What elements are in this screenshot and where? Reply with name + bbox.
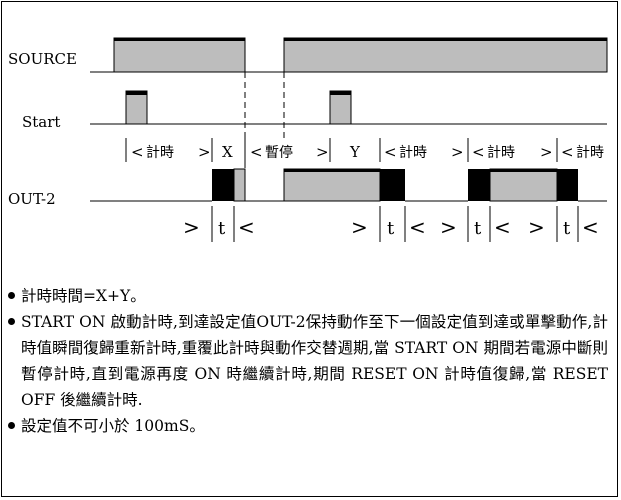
- bullet-icon: [8, 292, 15, 299]
- interval-count-2-label: 計時: [399, 145, 427, 161]
- out-hold-3: [489, 168, 558, 202]
- source-label: SOURCE: [8, 50, 77, 68]
- out-hold-2: [283, 168, 381, 202]
- out-label: OUT-2: [8, 190, 56, 208]
- source-on-pulse-1: [113, 37, 246, 73]
- svg-text:>: >: [440, 215, 457, 239]
- out-hold-3-top-edge: [490, 169, 557, 172]
- timing-diagram: SOURCE Start < 計時 > X < 暫停 > Y < 計時 > < …: [8, 37, 608, 242]
- source-on-top-edge-2: [284, 38, 607, 41]
- source-on-top-edge-1: [114, 38, 245, 41]
- notes-list: 計時時間=X+Y。 START ON 啟動計時,到達設定值OUT-2保持動作至下…: [8, 283, 608, 439]
- t-label-4: t: [563, 218, 571, 239]
- interval-pause-close: >: [316, 143, 329, 161]
- svg-text:>: >: [183, 215, 200, 239]
- start-pulse-2: [329, 90, 352, 125]
- interval-x-label: X: [222, 143, 233, 161]
- note-item: 設定值不可小於 100mS。: [8, 413, 608, 439]
- out-active-1: [212, 169, 234, 201]
- note-text: 計時時間=X+Y。: [21, 287, 146, 305]
- t-markers: > t < > t < > t < > t <: [183, 206, 599, 242]
- interval-count-1-open: <: [131, 143, 144, 161]
- note-item: 計時時間=X+Y。: [8, 283, 608, 309]
- interval-count-3-open: <: [472, 143, 485, 161]
- t-label-1: t: [218, 218, 226, 239]
- t-label-3: t: [474, 218, 482, 239]
- interval-count-3-close: >: [540, 143, 553, 161]
- out-active-2: [380, 169, 405, 201]
- bullet-icon: [8, 318, 15, 325]
- start-label: Start: [22, 113, 60, 131]
- interval-count-3-label: 計時: [487, 145, 515, 161]
- bullet-icon: [8, 422, 15, 429]
- svg-text:<: <: [494, 215, 511, 239]
- svg-text:>: >: [351, 215, 368, 239]
- source-on-pulse-2: [283, 37, 608, 73]
- interval-pause-label: 暫停: [265, 144, 293, 161]
- t-label-2: t: [387, 218, 395, 239]
- start-pulse-1: [125, 90, 148, 125]
- start-pulse-2-top-edge: [330, 91, 351, 95]
- svg-text:<: <: [238, 215, 255, 239]
- interval-count-4-open: <: [561, 143, 574, 161]
- interval-count-2-close: >: [451, 143, 464, 161]
- svg-text:>: >: [528, 215, 545, 239]
- interval-count-2-open: <: [384, 143, 397, 161]
- interval-y-label: Y: [349, 143, 361, 161]
- start-pulse-1-top-edge: [126, 91, 147, 95]
- interval-count-4-label: 計時: [576, 145, 604, 161]
- out-hold-1: [233, 168, 246, 202]
- interval-row: < 計時 > X < 暫停 > Y < 計時 > < 計時 > < 計時: [125, 138, 604, 162]
- note-item: START ON 啟動計時,到達設定值OUT-2保持動作至下一個設定值到達或單擊…: [8, 309, 608, 413]
- interval-pause-open: <: [250, 143, 263, 161]
- out-active-4: [557, 169, 578, 201]
- out-hold-2-top-edge: [284, 169, 380, 172]
- interval-count-1-close: >: [198, 143, 211, 161]
- note-text: 設定值不可小於 100mS。: [21, 417, 205, 435]
- out-active-3: [468, 169, 490, 201]
- svg-text:<: <: [409, 215, 426, 239]
- interval-count-1-label: 計時: [146, 145, 174, 161]
- note-text: START ON 啟動計時,到達設定值OUT-2保持動作至下一個設定值到達或單擊…: [21, 313, 608, 409]
- svg-text:<: <: [582, 215, 599, 239]
